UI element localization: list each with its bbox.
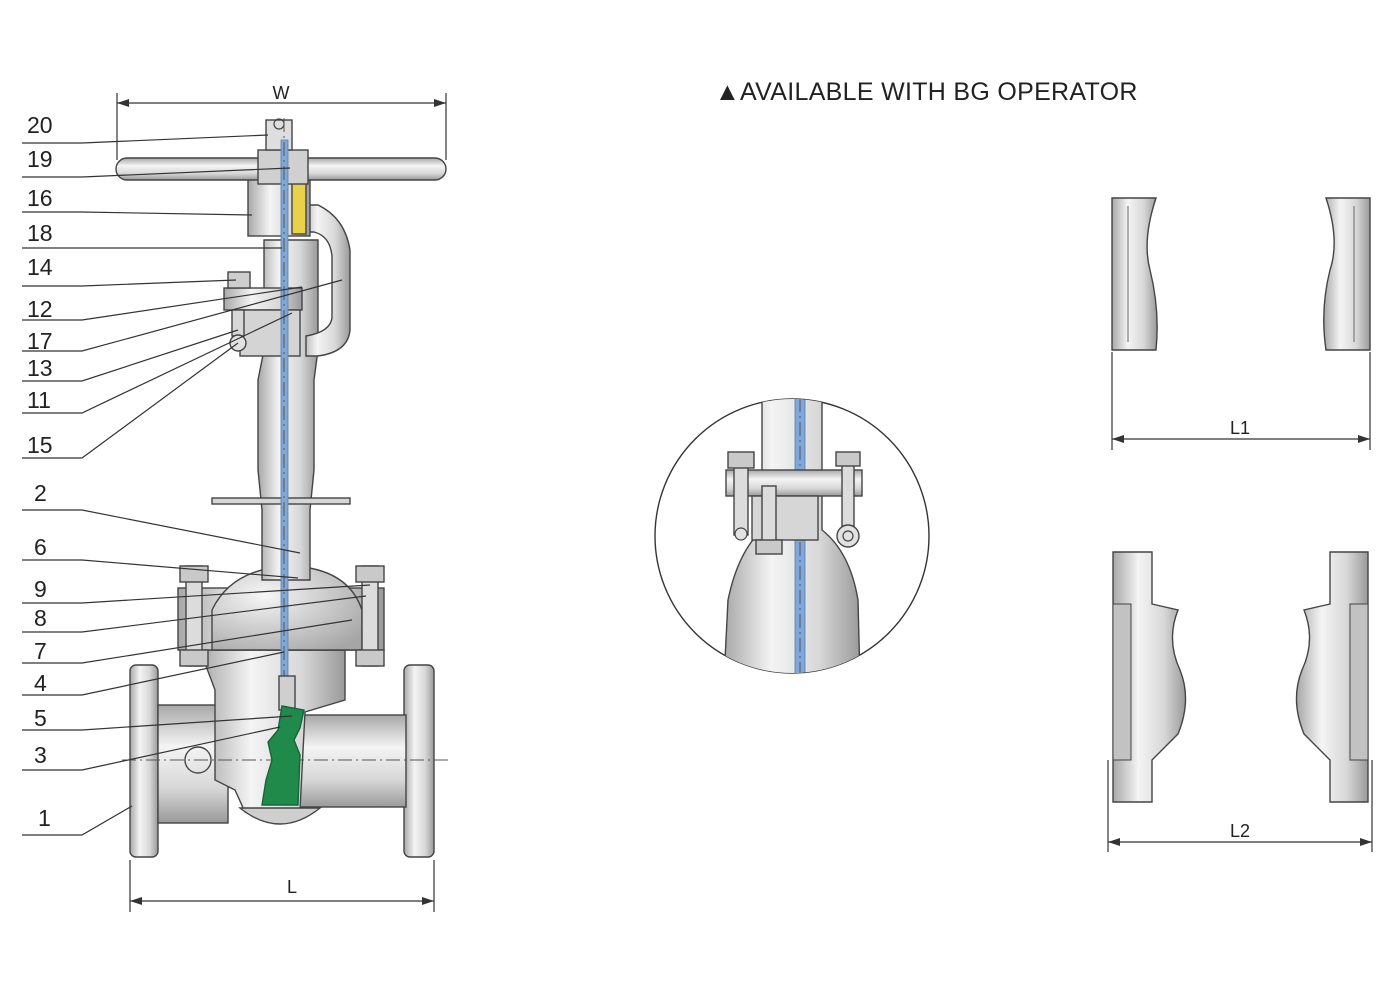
- detail-view: [654, 398, 930, 674]
- callout-12: 12: [27, 296, 53, 322]
- callout-17: 17: [27, 328, 53, 354]
- detail-eye-bolt: [836, 524, 860, 548]
- callout-16: 16: [27, 185, 53, 211]
- callouts: 20 19 16 18 14 12 17 13 11 15 2 6 9 8 7 …: [22, 112, 371, 836]
- dimension-l: L: [129, 860, 435, 912]
- callout-8: 8: [34, 605, 47, 631]
- stem-lower: [278, 675, 296, 711]
- gland-flange: [223, 287, 303, 311]
- right-flange-pipe: [295, 714, 407, 808]
- buttweld-right-end: [1323, 197, 1371, 351]
- callout-15: 15: [27, 432, 53, 458]
- callout-11: 11: [27, 387, 51, 413]
- operator-note: ▲AVAILABLE WITH BG OPERATOR: [715, 78, 1138, 106]
- callout-19: 19: [27, 146, 53, 172]
- eye-bolt: [231, 309, 245, 337]
- buttweld-end-view: L1: [1111, 197, 1371, 450]
- flanged-end-view: L2: [1107, 551, 1373, 852]
- callout-4: 4: [34, 670, 47, 696]
- valve-main-view: [115, 118, 448, 858]
- callout-6: 6: [34, 534, 47, 560]
- wedge: [261, 705, 305, 806]
- left-end-flange: [129, 664, 159, 858]
- dimension-w: W: [116, 83, 447, 160]
- body-port-circle: [184, 746, 212, 774]
- callout-1: 1: [38, 805, 51, 831]
- callout-7: 7: [34, 638, 47, 664]
- buttweld-left-end: [1111, 197, 1158, 351]
- body-bolts: [179, 565, 385, 667]
- dimension-l2-label: L2: [1230, 821, 1250, 841]
- detail-pin: [734, 527, 748, 541]
- callout-20: 20: [27, 112, 53, 138]
- dimension-l1-label: L1: [1230, 418, 1250, 438]
- right-end-flange: [403, 664, 435, 858]
- callout-5: 5: [34, 705, 47, 731]
- callout-14: 14: [27, 254, 53, 280]
- dimension-l-label: L: [287, 877, 297, 897]
- yoke-arm: [299, 204, 351, 357]
- callout-9: 9: [34, 576, 47, 602]
- body-bottom: [238, 807, 322, 825]
- callout-13: 13: [27, 355, 53, 381]
- callout-3: 3: [34, 742, 47, 768]
- dimension-w-label: W: [273, 83, 290, 103]
- callout-2: 2: [34, 480, 47, 506]
- callout-18: 18: [27, 220, 53, 246]
